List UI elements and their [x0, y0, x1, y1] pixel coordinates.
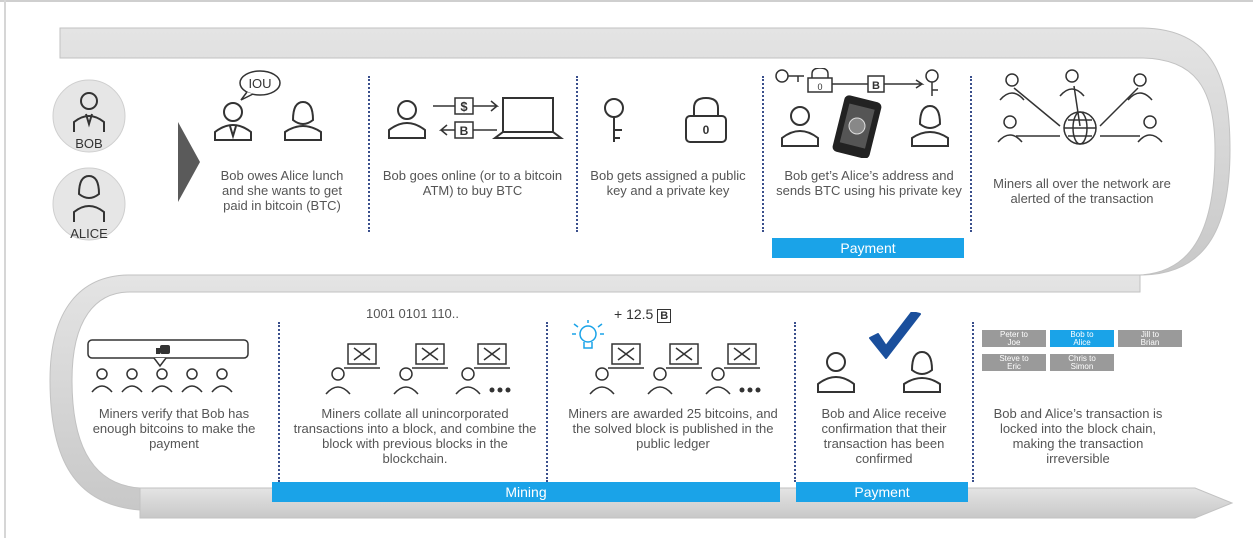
- alice-icon: [73, 174, 105, 222]
- divider: [576, 76, 578, 232]
- divider: [278, 322, 280, 482]
- globe-icon: [1063, 111, 1097, 145]
- checkmark-icon: [869, 312, 921, 359]
- svg-text:B: B: [872, 80, 880, 92]
- alice-icon: [284, 100, 322, 141]
- payment-phase-bar: Payment: [772, 238, 964, 258]
- person-icon: [325, 367, 351, 395]
- laptop-icon: [666, 343, 702, 369]
- actors-panel: [52, 79, 126, 241]
- step6-caption: Miners verify that Bob has enough bitcoi…: [92, 406, 256, 451]
- dollar-icon: $: [454, 97, 474, 115]
- person-icon: [181, 368, 203, 393]
- person-icon: [211, 368, 233, 393]
- step8-illustration: [572, 320, 761, 395]
- person-icon: [1059, 69, 1085, 97]
- key-icon: [604, 98, 624, 142]
- person-icon: [705, 367, 731, 395]
- reward-text: + 12.5 B: [614, 306, 672, 323]
- step7-illustration: [325, 343, 511, 395]
- laptop-icon: [344, 343, 380, 369]
- divider: [762, 76, 764, 232]
- lock-icon: [807, 68, 833, 93]
- alice-icon: [903, 350, 941, 393]
- laptop-icon: [474, 343, 510, 369]
- person-icon: [91, 368, 113, 393]
- person-icon: [997, 115, 1023, 143]
- mining-phase-bar: Mining: [272, 482, 780, 502]
- payment-phase-bar: Payment: [796, 482, 968, 502]
- step7-caption: Miners collate all unincorporated transa…: [293, 406, 537, 466]
- person-icon: [1137, 115, 1163, 143]
- step5-caption: Miners all over the network are alerted …: [993, 176, 1171, 206]
- bob-icon: [214, 102, 252, 141]
- divider: [972, 322, 974, 482]
- step2-illustration: $ B: [388, 97, 564, 139]
- bob-icon: [817, 352, 855, 393]
- divider: [368, 76, 370, 232]
- thumbs-up-icon: [156, 345, 170, 354]
- bob-icon: [781, 106, 819, 147]
- divider: [546, 322, 548, 482]
- step1-caption: Bob owes Alice lunch and she wants to ge…: [220, 168, 344, 213]
- step2-caption: Bob goes online (or to a bitcoin ATM) to…: [382, 168, 563, 198]
- key-icon: [775, 69, 804, 83]
- alice-icon: [911, 104, 949, 147]
- bitcoin-icon: B: [867, 75, 885, 93]
- svg-text:0: 0: [817, 82, 822, 92]
- person-icon: [393, 367, 419, 395]
- laptop-icon: [608, 343, 644, 369]
- alice-label: ALICE: [70, 226, 108, 241]
- step3-illustration: 0: [604, 96, 727, 143]
- step10-caption: Bob and Alice’s transaction is locked in…: [993, 406, 1163, 466]
- person-icon: [999, 73, 1025, 101]
- bitcoin-icon: B: [454, 121, 474, 139]
- svg-text:0: 0: [703, 123, 710, 137]
- frame-top-border: [0, 0, 1253, 2]
- person-icon: [1127, 73, 1153, 101]
- phone-icon: [832, 95, 882, 158]
- bitcoin-icon: B: [657, 309, 672, 323]
- person-icon: [121, 368, 143, 393]
- person-icon: [151, 368, 173, 393]
- step4-caption: Bob get’s Alice’s address and sends BTC …: [776, 168, 962, 198]
- lightbulb-icon: [572, 320, 604, 349]
- laptop-icon: [492, 97, 564, 139]
- step3-caption: Bob gets assigned a public key and a pri…: [590, 168, 746, 198]
- laptop-icon: [412, 343, 448, 369]
- svg-text:B: B: [460, 124, 469, 138]
- person-icon: [589, 367, 615, 395]
- iou-text: IOU: [248, 76, 271, 91]
- step4-illustration: 0 B: [775, 68, 949, 158]
- step5-illustration: [997, 69, 1163, 145]
- divider: [970, 76, 972, 232]
- frame-left-border: [4, 0, 6, 538]
- key-icon: [925, 69, 939, 96]
- step9-illustration: [817, 312, 941, 393]
- divider: [794, 322, 796, 482]
- step6-illustration: [87, 339, 249, 393]
- laptop-icon: [724, 343, 760, 369]
- svg-text:$: $: [460, 99, 468, 114]
- direction-arrow-icon: [178, 122, 200, 202]
- person-icon: [455, 367, 481, 395]
- bob-icon: [73, 92, 105, 132]
- step8-caption: Miners are awarded 25 bitcoins, and the …: [568, 406, 778, 451]
- binary-string: 1001 0101 110..: [366, 306, 460, 321]
- bob-label: BOB: [75, 136, 103, 151]
- step9-caption: Bob and Alice receive confirmation that …: [821, 406, 947, 466]
- lock-icon: [685, 96, 727, 143]
- step1-illustration: IOU: [214, 70, 322, 141]
- bob-icon: [388, 100, 426, 139]
- person-icon: [647, 367, 673, 395]
